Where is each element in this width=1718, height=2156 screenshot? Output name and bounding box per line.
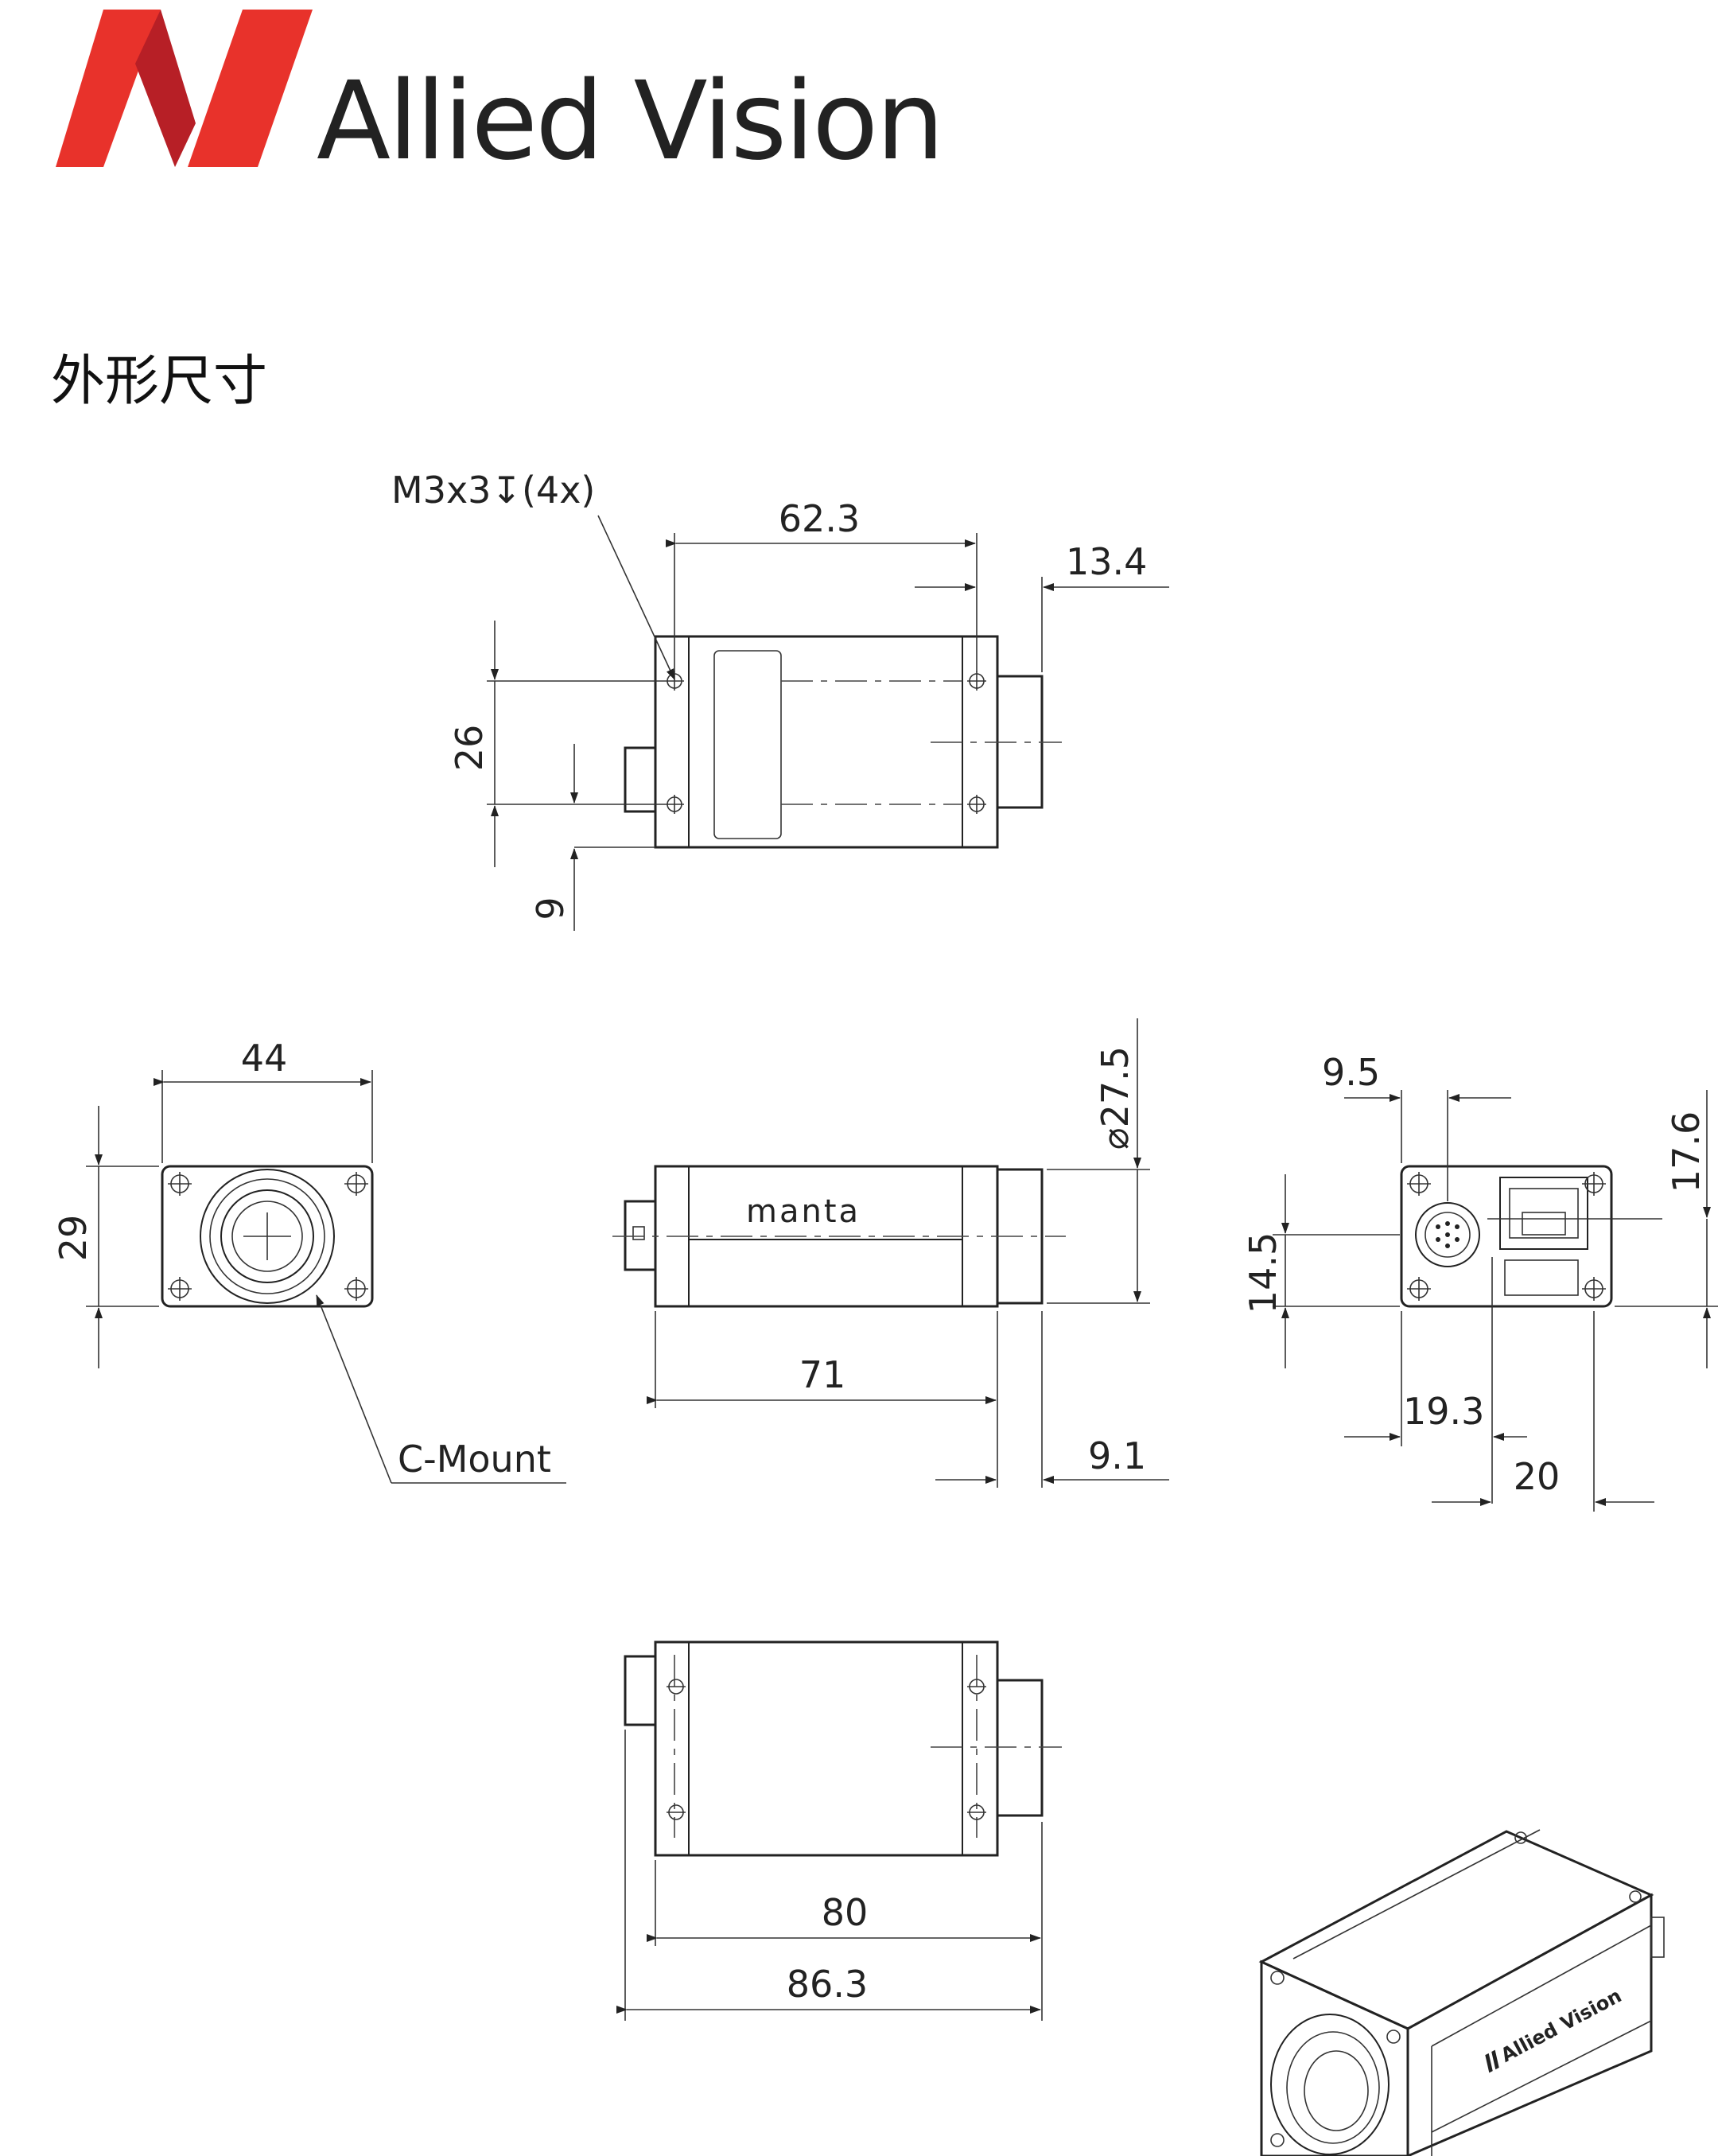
- side-view: manta 71 9.1 ⌀27.5: [612, 1018, 1169, 1488]
- front-view: 44 29 C-Mount: [52, 1037, 566, 1484]
- dim-26: 26: [448, 725, 491, 772]
- rear-view: 9.5 17.6 14.5 19.3 20: [1242, 1051, 1718, 1512]
- page-heading: 外形尺寸: [51, 350, 268, 413]
- allied-vision-logo-icon: [56, 10, 313, 167]
- c-mount-label: C-Mount: [398, 1438, 551, 1481]
- brand-name: Allied Vision: [317, 59, 944, 185]
- dim-62-3: 62.3: [779, 497, 860, 540]
- dim-29: 29: [52, 1215, 95, 1262]
- dim-13-4: 13.4: [1066, 540, 1147, 583]
- bottom-view: 80 86.3: [616, 1640, 1062, 2021]
- dim-19-3: 19.3: [1403, 1390, 1484, 1433]
- thread-callout: M3x3↧(4x): [391, 469, 595, 512]
- manta-logo: manta: [746, 1193, 861, 1230]
- dim-17-6: 17.6: [1665, 1111, 1708, 1193]
- dim-dia-27-5: ⌀27.5: [1094, 1046, 1137, 1150]
- dim-9-5: 9.5: [1322, 1051, 1380, 1094]
- dim-80: 80: [822, 1891, 869, 1934]
- dim-44: 44: [241, 1037, 288, 1080]
- dim-86-3: 86.3: [787, 1963, 868, 2006]
- isometric-camera-view: Allied Vision: [1258, 1829, 1665, 2156]
- top-view: 62.3 13.4 M3x3↧(4x) 26 9: [391, 469, 1169, 931]
- dim-9: 9: [529, 897, 572, 920]
- dim-9-1: 9.1: [1088, 1434, 1146, 1477]
- dim-20: 20: [1514, 1455, 1561, 1498]
- dim-71: 71: [799, 1353, 846, 1396]
- dim-14-5: 14.5: [1242, 1232, 1285, 1313]
